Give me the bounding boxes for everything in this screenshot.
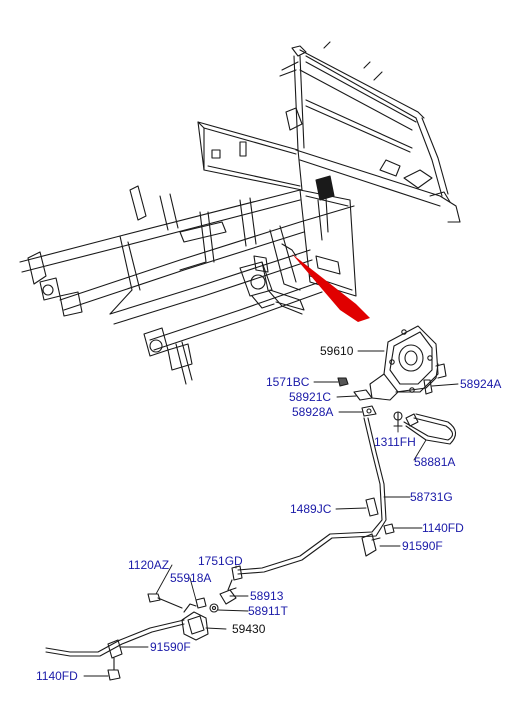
bolt-1140fd-lower [107,657,121,681]
label-91590f-lower: 91590F [150,640,191,654]
fitting-58924a [423,379,433,395]
label-59430: 59430 [232,622,266,636]
washer-58911t [209,603,219,613]
label-58881a: 58881A [414,455,456,469]
label-1571bc: 1571BC [266,375,310,389]
fitting-1571bc [337,377,349,387]
union-58913 [219,587,237,605]
label-1120az: 1120AZ [128,558,170,572]
detail-pointer [292,254,370,322]
pipe-58731g [237,417,387,575]
fitting-58928a [361,405,377,417]
label-58913: 58913 [250,589,284,603]
label-58924a: 58924A [460,377,502,391]
bracket-91590f-lower [107,639,123,659]
label-1140fd-upper: 1140FD [422,521,464,535]
hose-58881a [403,413,457,445]
bolt-1140fd-upper [383,523,401,535]
label-55918a: 55918A [170,571,212,585]
master-cylinder [369,325,447,401]
clamp-1311fh [393,411,403,427]
label-58928a: 58928A [292,405,334,419]
bolt-1120az [147,593,183,609]
label-1751gd: 1751GD [198,554,243,568]
fitting-58921c [353,389,373,401]
clip-1489jc [365,497,379,517]
release-cylinder-59430 [181,597,209,641]
chassis-frame [19,41,461,385]
leader-lines [83,350,459,677]
label-1311fh: 1311FH [374,435,416,449]
bracket-91590f-upper [361,533,381,557]
label-1140fd-lower: 1140FD [36,669,78,683]
label-91590f-upper: 91590F [402,539,443,553]
label-58921c: 58921C [289,390,332,404]
label-59610: 59610 [320,344,354,358]
fitting-1751gd [227,565,243,591]
label-58911t: 58911T [248,604,288,618]
label-58731g: 58731G [410,490,453,504]
label-1489jc: 1489JC [290,502,332,516]
